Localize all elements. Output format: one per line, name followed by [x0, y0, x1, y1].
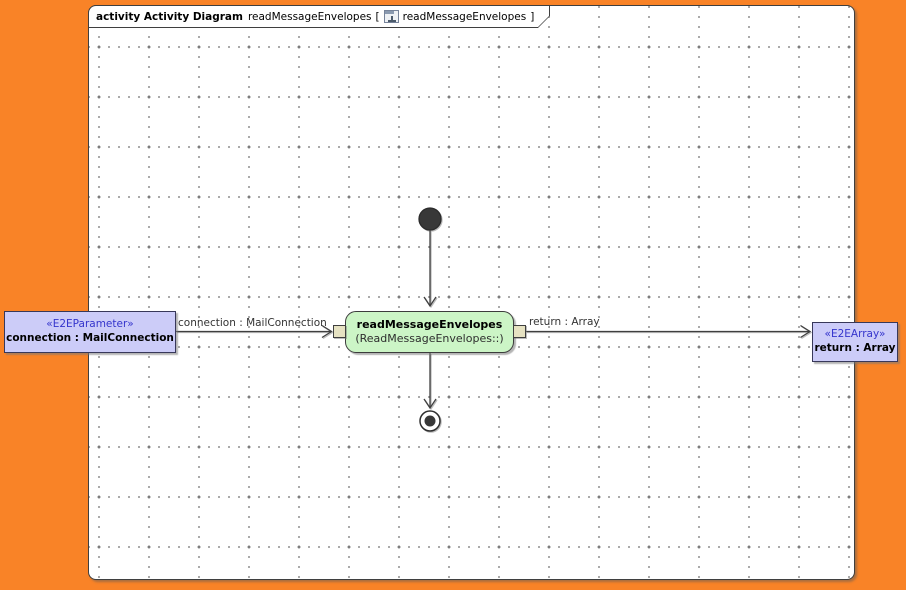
activity-diagram-icon-stem: [391, 16, 393, 21]
initial-node-circle: [418, 207, 442, 231]
diagram-frame-header[interactable]: activity Activity Diagram readMessageEnv…: [88, 5, 550, 28]
final-node-inner-circle: [424, 415, 436, 427]
activity-diagram-icon-base: [388, 20, 396, 22]
parameter-name: connection : MailConnection: [6, 332, 174, 344]
activity-final-node[interactable]: [419, 410, 441, 432]
input-flow-label[interactable]: connection : MailConnection: [178, 317, 327, 329]
input-pin[interactable]: [333, 325, 346, 338]
call-behavior-action-readMessageEnvelopes[interactable]: readMessageEnvelopes (ReadMessageEnvelop…: [345, 311, 514, 353]
control-flow-action-to-final[interactable]: [423, 353, 437, 410]
output-pin[interactable]: [513, 325, 526, 338]
control-flow-initial-to-action[interactable]: [423, 230, 437, 308]
arrowhead-down-icon: [423, 398, 437, 410]
frame-open-bracket: [: [375, 10, 380, 23]
object-flow-action-to-output-parameter[interactable]: [526, 324, 812, 339]
action-name: readMessageEnvelopes: [356, 317, 503, 331]
activity-diagram-icon-bar: [385, 11, 394, 14]
arrowhead-down-icon: [423, 296, 437, 308]
frame-keyword: activity Activity Diagram: [96, 10, 243, 23]
frame-context-name: readMessageEnvelopes: [402, 10, 527, 23]
parameter-stereotype: «E2EArray»: [824, 328, 886, 341]
frame-diagram-name: readMessageEnvelopes: [247, 10, 372, 23]
arrowhead-right-icon: [321, 324, 333, 339]
diagram-frame-header-label: activity Activity Diagram readMessageEnv…: [89, 6, 549, 27]
parameter-name: return : Array: [814, 342, 896, 354]
object-flow-input-parameter-to-action[interactable]: [176, 324, 333, 339]
parameter-stereotype: «E2EParameter»: [46, 318, 134, 331]
activity-parameter-node-connection[interactable]: «E2EParameter» connection : MailConnecti…: [4, 311, 176, 353]
activity-parameter-node-return[interactable]: «E2EArray» return : Array: [812, 322, 898, 362]
action-behavior-reference: (ReadMessageEnvelopes::): [355, 332, 504, 345]
frame-close-bracket: ]: [530, 10, 535, 23]
initial-node[interactable]: [418, 207, 442, 231]
output-flow-label[interactable]: return : Array: [529, 316, 600, 328]
activity-diagram-frame[interactable]: [88, 5, 855, 580]
activity-diagram-icon: [384, 10, 399, 23]
arrowhead-right-icon: [800, 324, 812, 339]
